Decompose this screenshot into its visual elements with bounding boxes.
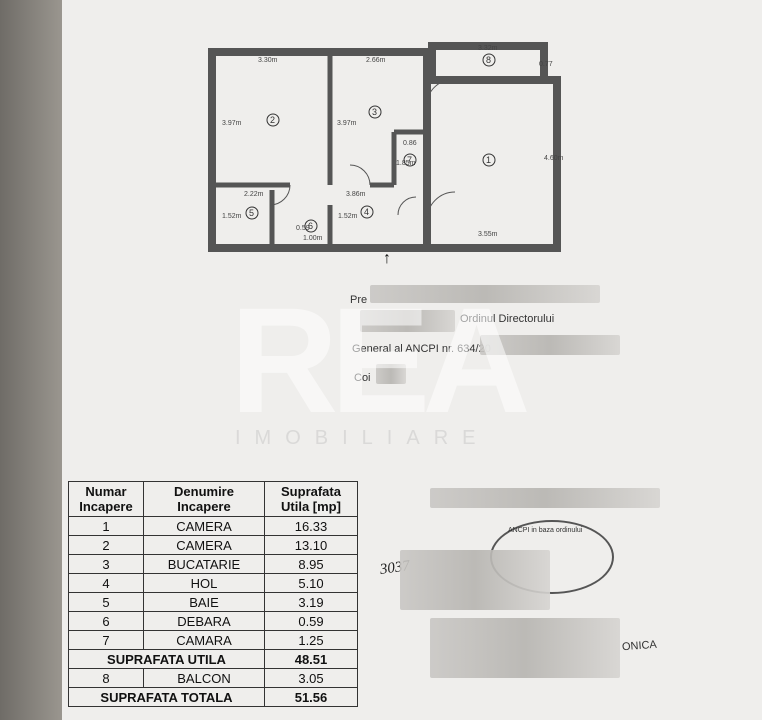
dim-room2-width: 3.30m — [258, 57, 278, 64]
background-shadow — [0, 0, 62, 720]
cell-nr: 4 — [68, 573, 144, 593]
redaction-block — [370, 285, 600, 303]
room-number-2: 2 — [270, 115, 275, 125]
redaction-block — [480, 335, 620, 355]
cell-area: 13.10 — [264, 535, 358, 555]
doc-text-line-1: Pre — [350, 294, 368, 306]
door-arc-4 — [349, 164, 371, 186]
cell-nr: 1 — [68, 516, 144, 536]
dim-room6-height: 0.59 — [296, 225, 310, 232]
room-number-3: 3 — [372, 107, 377, 117]
cell-name: CAMERA — [143, 535, 265, 555]
redaction-block — [430, 488, 660, 508]
dim-hall-height: 1.52m — [338, 213, 358, 220]
dim-room7-width: 0.86 — [403, 140, 417, 147]
rooms-table: Numar Incapere Denumire Incapere Suprafa… — [68, 481, 358, 707]
cell-nr: 2 — [68, 535, 144, 555]
stamp-bottom-text: ONICA — [621, 638, 658, 654]
cell-nr: 7 — [68, 630, 144, 650]
cell-area: 16.33 — [264, 516, 358, 536]
table-row: 3 BUCATARIE 8.95 — [68, 554, 358, 574]
entrance-arrow-icon: ↑ — [383, 250, 391, 267]
door-arc-5 — [397, 196, 417, 216]
cell-nr: 8 — [68, 668, 144, 688]
redaction-block — [360, 310, 455, 332]
total-util-label: SUPRAFATA UTILA — [68, 649, 265, 669]
dim-hall-width: 3.86m — [346, 191, 366, 198]
table-row: 4 HOL 5.10 — [68, 573, 358, 593]
dim-room5-width: 2.22m — [244, 191, 264, 198]
header-nr: Numar Incapere — [68, 481, 144, 517]
doc-text-line-2: Ordinul Directorului — [460, 313, 555, 325]
cell-name: BUCATARIE — [143, 554, 265, 574]
balcon-row: 8 BALCON 3.05 — [68, 668, 358, 688]
door-arc-3 — [269, 184, 291, 206]
door-arc-2 — [426, 191, 456, 221]
cell-nr: 5 — [68, 592, 144, 612]
table-row: 7 CAMARA 1.25 — [68, 630, 358, 650]
doc-text-line-4: Coi — [354, 372, 371, 384]
cell-name: BALCON — [143, 668, 265, 688]
cell-name: CAMERA — [143, 516, 265, 536]
table-row: 5 BAIE 3.19 — [68, 592, 358, 612]
cell-name: CAMARA — [143, 630, 265, 650]
stamp-top-text: ANCPI in baza ordinului — [508, 527, 583, 534]
table-row: 2 CAMERA 13.10 — [68, 535, 358, 555]
cell-area: 3.05 — [264, 668, 358, 688]
table-row: 6 DEBARA 0.59 — [68, 611, 358, 631]
cell-area: 1.25 — [264, 630, 358, 650]
cell-area: 5.10 — [264, 573, 358, 593]
dim-room7-height: 1.85m — [396, 160, 416, 167]
total-row: SUPRAFATA TOTALA 51.56 — [68, 687, 358, 707]
room-number-5: 5 — [249, 208, 254, 218]
room-number-6: 6 — [308, 221, 313, 231]
door-arc-1 — [426, 79, 453, 106]
floor-plan: 3.30m 2.66m 3.32m 0.77 3.97m 3.97m 4.60m… — [208, 42, 564, 252]
cell-name: DEBARA — [143, 611, 265, 631]
table-row: 1 CAMERA 16.33 — [68, 516, 358, 536]
dim-room8-small: 0.77 — [539, 61, 553, 68]
total-value: 51.56 — [264, 687, 358, 707]
cell-name: HOL — [143, 573, 265, 593]
cell-nr: 6 — [68, 611, 144, 631]
room-number-7: 7 — [407, 155, 412, 165]
cell-name: BAIE — [143, 592, 265, 612]
cell-area: 0.59 — [264, 611, 358, 631]
redaction-block — [430, 618, 620, 678]
room-number-1: 1 — [486, 155, 491, 165]
dim-room1-height: 4.60m — [544, 155, 564, 162]
table-header-row: Numar Incapere Denumire Incapere Suprafa… — [68, 481, 358, 517]
total-util-row: SUPRAFATA UTILA 48.51 — [68, 649, 358, 669]
total-label: SUPRAFATA TOTALA — [68, 687, 265, 707]
dim-room1-width: 3.55m — [478, 231, 498, 238]
outer-wall-right — [423, 76, 561, 252]
dim-room8-width: 3.32m — [478, 45, 498, 52]
dim-room2-height: 3.97m — [222, 120, 242, 127]
header-name: Denumire Incapere — [143, 481, 265, 517]
redaction-block — [400, 550, 550, 610]
header-area: Suprafata Utila [mp] — [264, 481, 358, 517]
redaction-block — [376, 364, 406, 384]
room-number-8: 8 — [486, 55, 491, 65]
cell-nr: 3 — [68, 554, 144, 574]
total-util-value: 48.51 — [264, 649, 358, 669]
dim-room3-height: 3.97m — [337, 120, 357, 127]
dim-room5-height: 1.52m — [222, 213, 242, 220]
cell-area: 3.19 — [264, 592, 358, 612]
dim-room3-width: 2.66m — [366, 57, 386, 64]
doc-text-line-3: General al ANCPI nr. 634/20 — [352, 343, 491, 355]
room-number-4: 4 — [364, 207, 369, 217]
dim-room6-width: 1.00m — [303, 235, 323, 242]
cell-area: 8.95 — [264, 554, 358, 574]
balcony-wall — [428, 42, 548, 84]
